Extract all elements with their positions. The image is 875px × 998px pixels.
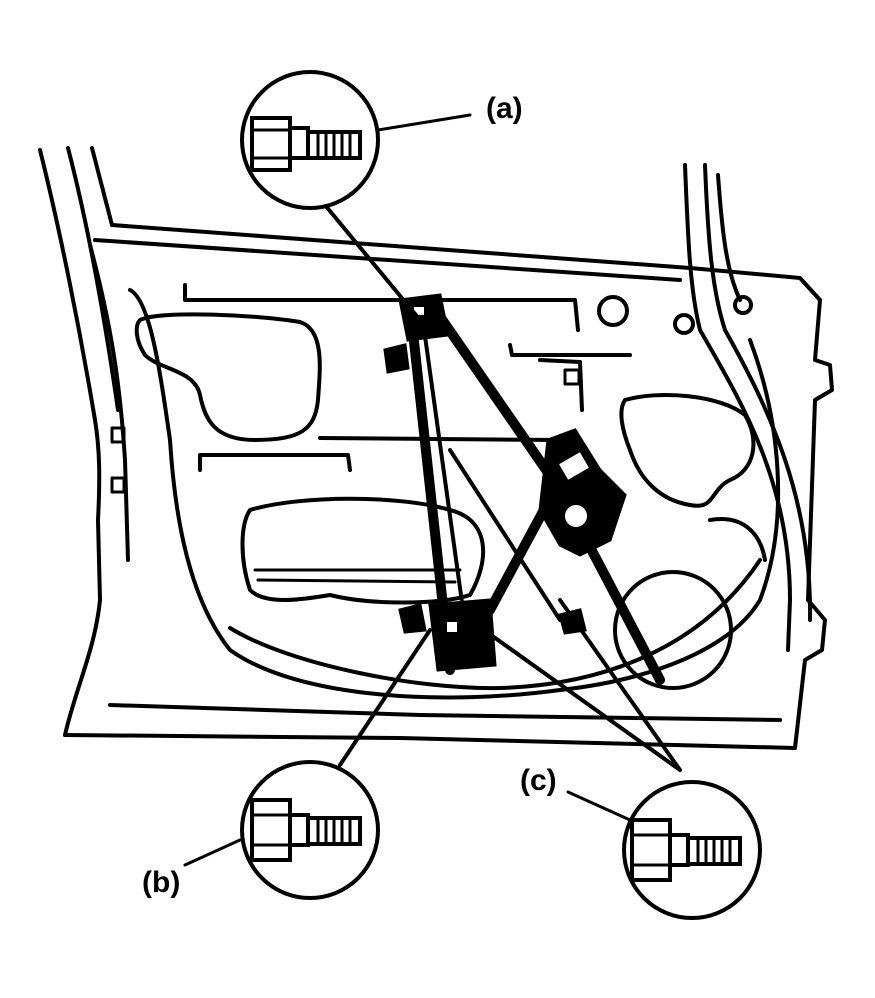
door-frame — [38, 146, 834, 750]
bolt-icon — [250, 798, 362, 862]
bolt-icon — [250, 116, 362, 172]
callout-label-c: (c) — [520, 764, 557, 797]
bolt-callout-a — [240, 70, 380, 210]
bolt-callout-b — [240, 760, 380, 900]
callout-label-a: (a) — [486, 92, 523, 125]
bolt-callout-c — [622, 780, 762, 920]
leader-lines — [183, 113, 682, 867]
window-regulator — [383, 293, 665, 685]
bolt-icon — [630, 818, 742, 882]
callout-label-b: (b) — [142, 866, 180, 899]
